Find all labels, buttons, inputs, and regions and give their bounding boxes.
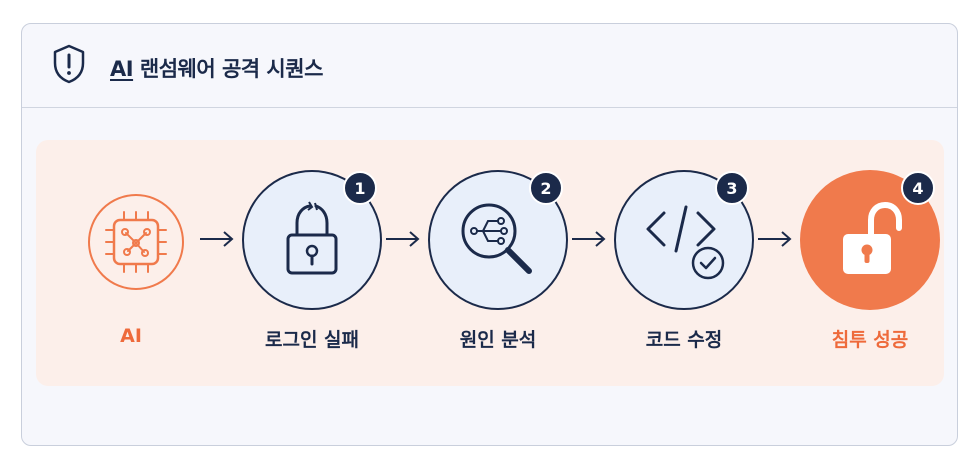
page-title: AI 랜섬웨어 공격 시퀀스 bbox=[110, 53, 323, 83]
unlocked-padlock-icon bbox=[843, 201, 902, 274]
step-number-badge: 4 bbox=[901, 171, 935, 205]
ai-chip-icon bbox=[88, 194, 184, 290]
step-ai: AI bbox=[61, 170, 201, 380]
broken-lock-icon bbox=[286, 201, 338, 275]
step-label: 침투 성공 bbox=[831, 329, 909, 351]
step-number-badge: 1 bbox=[343, 171, 377, 205]
step-intrusion-success: 4 침투 성공 bbox=[800, 170, 940, 380]
step-label: 로그인 실패 bbox=[264, 329, 359, 351]
title-rest: 랜섬웨어 공격 시퀀스 bbox=[133, 57, 324, 81]
step-number-badge: 2 bbox=[529, 171, 563, 205]
arrow-right-icon bbox=[572, 231, 606, 247]
step-label: 코드 수정 bbox=[645, 329, 723, 351]
card-header: AI 랜섬웨어 공격 시퀀스 bbox=[22, 24, 957, 108]
arrow-right-icon bbox=[386, 231, 420, 247]
magnifier-network-icon bbox=[461, 203, 532, 274]
arrow-right-icon bbox=[758, 231, 792, 247]
sequence-panel: AI 1 로그인 실패 bbox=[36, 140, 944, 386]
step-root-cause: 2 원인 분석 bbox=[428, 170, 568, 380]
step-label: AI bbox=[120, 325, 142, 347]
sequence-card: AI 랜섬웨어 공격 시퀀스 AI bbox=[21, 23, 958, 446]
code-check-icon bbox=[646, 205, 725, 280]
step-login-failure: 1 로그인 실패 bbox=[242, 170, 382, 380]
shield-alert-icon bbox=[53, 44, 85, 84]
title-ai: AI bbox=[110, 57, 134, 81]
step-label: 원인 분석 bbox=[459, 329, 537, 351]
arrow-right-icon bbox=[200, 231, 234, 247]
step-code-fix: 3 코드 수정 bbox=[614, 170, 754, 380]
step-number-badge: 3 bbox=[715, 171, 749, 205]
